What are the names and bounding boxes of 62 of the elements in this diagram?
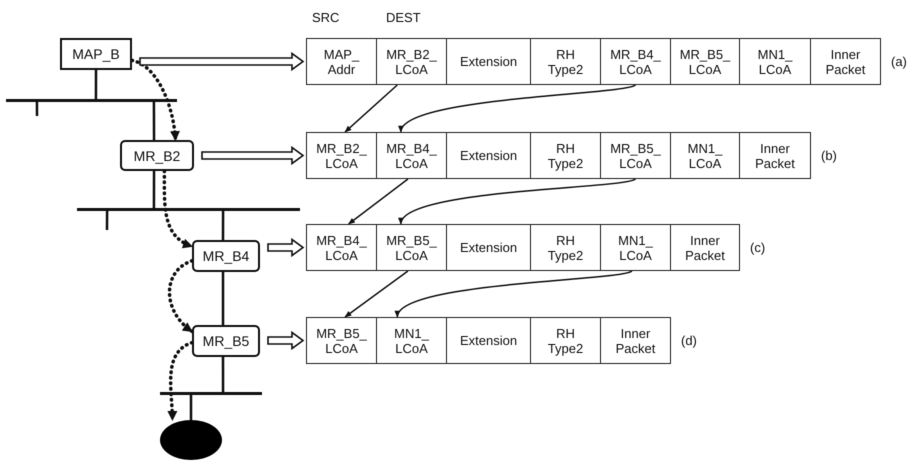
- header-field: MR_B2_ LCoA: [306, 132, 377, 179]
- column-heading: SRC: [312, 10, 340, 25]
- header-field: MR_B5_ LCoA: [306, 317, 377, 364]
- header-field: RH Type2: [530, 224, 601, 271]
- header-field: Extension: [446, 317, 531, 364]
- header-field: Extension: [446, 132, 531, 179]
- header-field: MR_B5_ LCoA: [600, 132, 671, 179]
- header-field: MN1_ LCoA: [376, 317, 447, 364]
- row-label: (d): [681, 332, 697, 348]
- header-field: MN1_ LCoA: [670, 132, 740, 179]
- arrow: [344, 270, 408, 318]
- header-field: MR_B4_ LCoA: [600, 38, 671, 85]
- connecting-line: [190, 395, 192, 420]
- header-field: Extension: [446, 224, 531, 271]
- header-field: RH Type2: [530, 132, 601, 179]
- header-field: MR_B5_ LCoA: [670, 38, 740, 85]
- arrow: [396, 270, 632, 318]
- block-arrow: [139, 52, 304, 72]
- network-bus-bar: [160, 392, 262, 395]
- dotted-arrow: [130, 58, 180, 142]
- header-field: Inner Packet: [810, 38, 881, 85]
- block-arrow: [267, 330, 304, 350]
- router-box: MR_B2: [120, 140, 194, 171]
- row-label: (a): [891, 54, 907, 68]
- header-field: MR_B4_ LCoA: [376, 132, 447, 179]
- connecting-line: [222, 357, 224, 392]
- connecting-line: [222, 272, 224, 325]
- connecting-line: [152, 171, 156, 208]
- connecting-line: [222, 211, 224, 240]
- dotted-arrow: [168, 259, 194, 334]
- header-field: RH Type2: [530, 317, 601, 364]
- header-field: MN1_ LCoA: [739, 38, 811, 85]
- block-arrow: [267, 238, 304, 258]
- header-field: MN1_ LCoA: [600, 224, 671, 271]
- header-field: Extension: [446, 38, 531, 85]
- header-field: Inner Packet: [600, 317, 671, 364]
- column-heading: DEST: [386, 10, 421, 25]
- header-field: MR_B2_ LCoA: [376, 38, 447, 85]
- router-box: MR_B5: [192, 325, 260, 357]
- block-arrow: [201, 146, 304, 166]
- header-field: MAP_ Addr: [306, 38, 377, 85]
- connecting-line: [94, 70, 98, 99]
- dotted-arrow: [167, 340, 194, 422]
- stub-line: [106, 211, 108, 230]
- connecting-line: [152, 102, 156, 140]
- header-field: MR_B4_ LCoA: [306, 224, 377, 271]
- router-box: MR_B4: [192, 240, 260, 272]
- arrow: [400, 84, 636, 133]
- network-bus-bar: [6, 99, 177, 102]
- row-label: (b): [821, 148, 837, 162]
- arrow: [348, 178, 408, 225]
- header-field: RH Type2: [530, 38, 601, 85]
- network-bus-bar: [77, 208, 300, 211]
- router-box: MAP_B: [60, 38, 132, 70]
- stub-line: [36, 102, 38, 116]
- arrow: [344, 84, 398, 133]
- header-field: Inner Packet: [670, 224, 740, 271]
- header-field: Inner Packet: [739, 132, 811, 179]
- dotted-arrow: [162, 169, 194, 248]
- row-label: (c): [750, 240, 766, 254]
- header-field: MR_B5_ LCoA: [376, 224, 447, 271]
- arrow: [400, 178, 636, 225]
